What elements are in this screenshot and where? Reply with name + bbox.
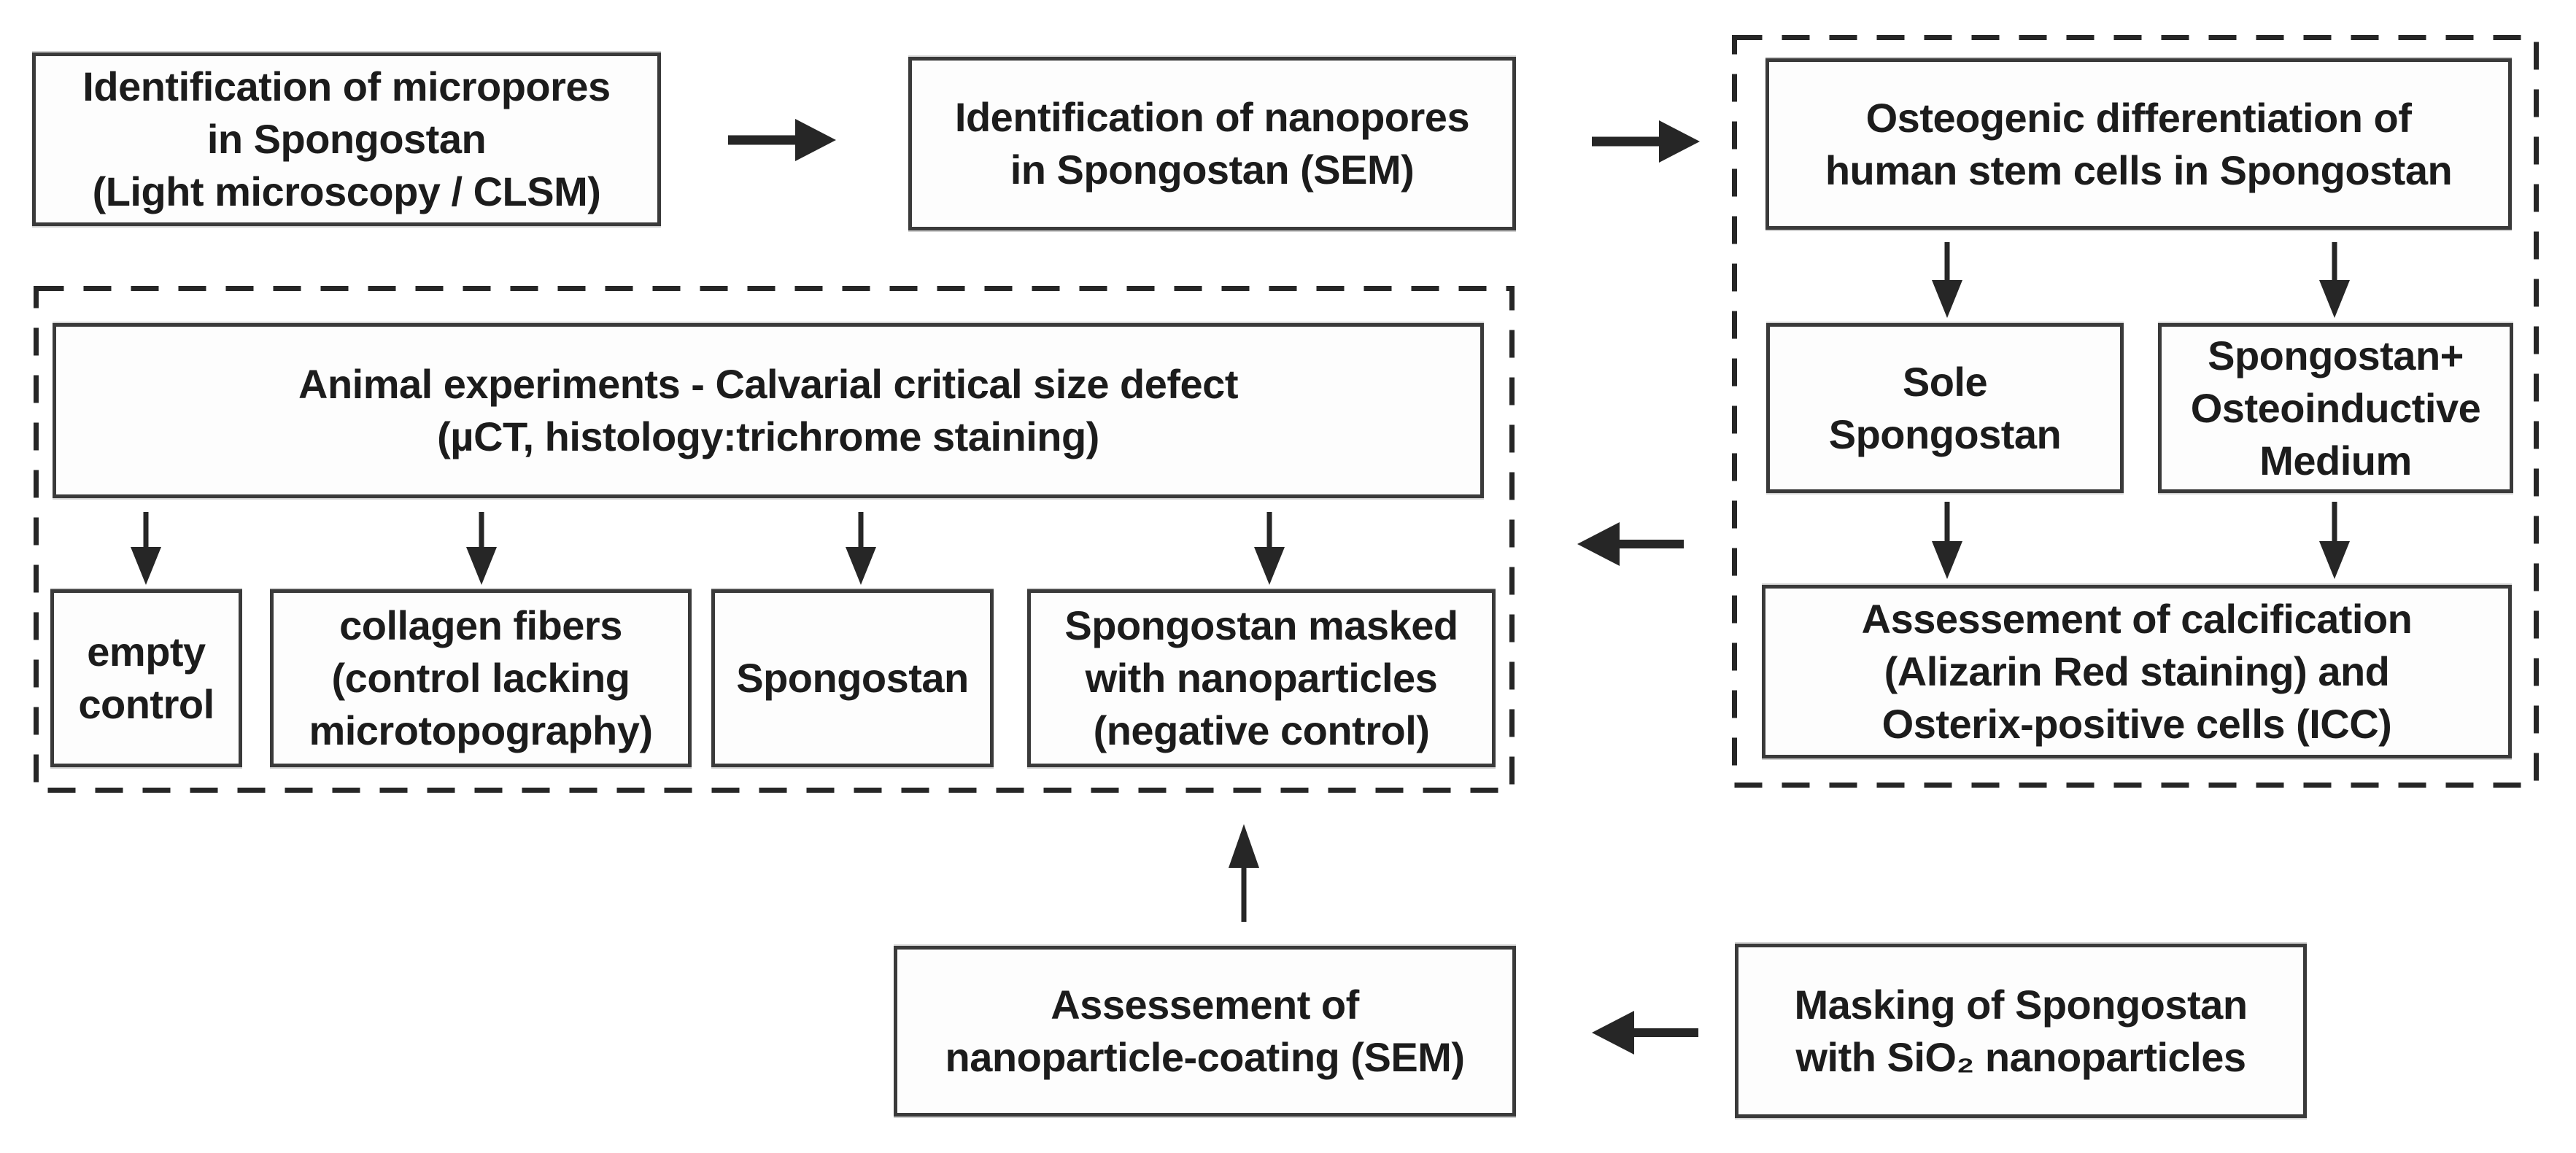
box-masking-spongostan: Masking of Spongostan with SiO₂ nanopart… bbox=[1735, 944, 2307, 1118]
box-empty-control: empty control bbox=[50, 589, 242, 767]
arrow-animal-to-collagen-icon bbox=[466, 512, 497, 585]
box-sole-spongostan: Sole Spongostan bbox=[1766, 323, 2124, 493]
box-animal-experiments: Animal experiments - Calvarial critical … bbox=[53, 323, 1484, 498]
arrow-micropores-to-nanopores-icon bbox=[728, 119, 836, 161]
box-identification-micropores: Identification of micropores in Spongost… bbox=[32, 53, 661, 226]
box-assessment-nanoparticle-coating: Assessement of nanoparticle-coating (SEM… bbox=[894, 946, 1516, 1117]
arrow-masking-to-coating-icon bbox=[1592, 1011, 1698, 1055]
arrow-nanopores-to-osteogenic-icon bbox=[1592, 120, 1700, 163]
box-spongostan: Spongostan bbox=[711, 589, 994, 767]
arrow-sole-to-calcification-icon bbox=[1932, 502, 1962, 579]
arrow-osteogenic-to-sole-icon bbox=[1932, 242, 1962, 318]
arrow-animal-to-empty-control-icon bbox=[131, 512, 161, 585]
arrow-osteoinductive-to-calcification-icon bbox=[2319, 502, 2350, 579]
arrow-right-panel-to-left-panel-icon bbox=[1577, 522, 1684, 566]
arrow-animal-to-spongostan-icon bbox=[846, 512, 876, 585]
arrow-animal-to-masked-icon bbox=[1254, 512, 1285, 585]
box-osteogenic-differentiation: Osteogenic differentiation of human stem… bbox=[1765, 58, 2512, 230]
animal-experiments-dashed-container bbox=[34, 286, 1515, 793]
box-assessment-calcification: Assessement of calcification (Alizarin R… bbox=[1762, 585, 2512, 758]
arrow-coating-to-animal-panel-icon bbox=[1229, 824, 1259, 922]
box-identification-nanopores: Identification of nanopores in Spongosta… bbox=[908, 57, 1516, 230]
stem-cell-dashed-container bbox=[1732, 35, 2539, 788]
box-spongostan-osteoinductive-medium: Spongostan+ Osteoinductive Medium bbox=[2158, 323, 2513, 493]
arrow-osteogenic-to-osteoinductive-icon bbox=[2319, 242, 2350, 318]
box-spongostan-masked: Spongostan masked with nanoparticles (ne… bbox=[1027, 589, 1496, 767]
box-collagen-fibers: collagen fibers (control lacking microto… bbox=[270, 589, 692, 767]
